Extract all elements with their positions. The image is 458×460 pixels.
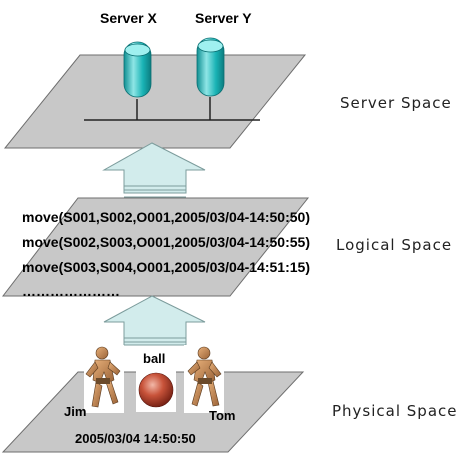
ball-icon bbox=[136, 368, 176, 412]
physical-space-label: Physical Space bbox=[332, 402, 458, 420]
server-plane bbox=[3, 54, 307, 149]
server-x-label: Server X bbox=[100, 10, 157, 26]
upward-arrow-lower bbox=[103, 295, 206, 346]
person-tom-icon bbox=[184, 345, 224, 413]
logical-event-2: move(S002,S003,O001,2005/03/04-14:50:55) bbox=[22, 234, 310, 250]
person-jim-label: Jim bbox=[64, 404, 86, 419]
upward-arrow-upper bbox=[102, 142, 206, 202]
server-space-layer: Server X Server Y Server Space bbox=[3, 10, 452, 149]
person-tom-label: Tom bbox=[209, 408, 235, 423]
physical-timestamp: 2005/03/04 14:50:50 bbox=[75, 431, 196, 446]
server-y-icon bbox=[196, 37, 225, 97]
logical-event-1: move(S001,S002,O001,2005/03/04-14:50:50) bbox=[22, 209, 310, 225]
logical-space-layer: move(S001,S002,O001,2005/03/04-14:50:50)… bbox=[1, 197, 452, 299]
logical-space-label: Logical Space bbox=[336, 236, 452, 254]
logical-plane bbox=[1, 197, 310, 297]
person-jim-icon bbox=[84, 345, 124, 413]
physical-space-layer: ball Jim Tom 2005/03/04 14:50:50 Physica… bbox=[1, 345, 458, 453]
logical-event-3: move(S003,S004,O001,2005/03/04-14:51:15) bbox=[22, 259, 310, 275]
ball-label: ball bbox=[143, 351, 165, 366]
server-x-icon bbox=[123, 41, 152, 98]
server-space-label: Server Space bbox=[340, 94, 452, 112]
logical-ellipsis: ………………… bbox=[22, 283, 120, 299]
server-y-label: Server Y bbox=[195, 10, 252, 26]
